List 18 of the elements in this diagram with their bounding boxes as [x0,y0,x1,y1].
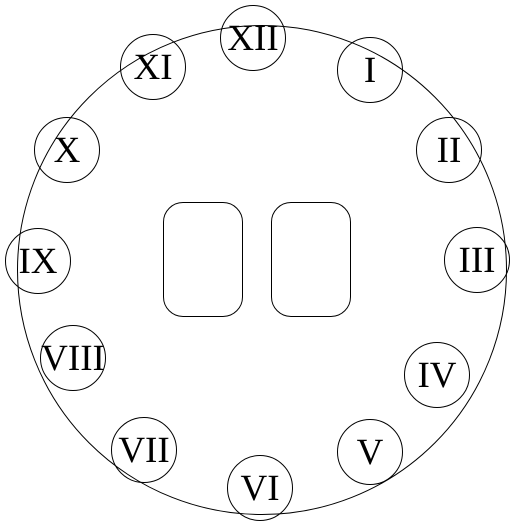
hour-numeral: IV [417,356,457,394]
rounded-rectangle [270,202,351,318]
hour-numeral: V [356,434,384,470]
hour-numeral: VIII [41,340,105,376]
hour-numeral: VI [240,470,280,506]
hour-numeral: X [54,132,80,168]
numeral-circle [220,5,286,71]
outer-circle [17,25,507,515]
hour-numeral: III [458,242,496,278]
hour-numeral: XI [133,48,173,86]
hour-numeral: I [364,52,376,88]
numeral-circle [5,228,71,294]
hour-numeral: II [436,132,462,168]
rounded-rectangle [162,202,243,318]
numeral-circle [227,455,293,521]
hour-numeral: VII [118,432,170,468]
hour-numeral: IX [18,242,58,280]
hour-numeral: XII [227,20,279,56]
